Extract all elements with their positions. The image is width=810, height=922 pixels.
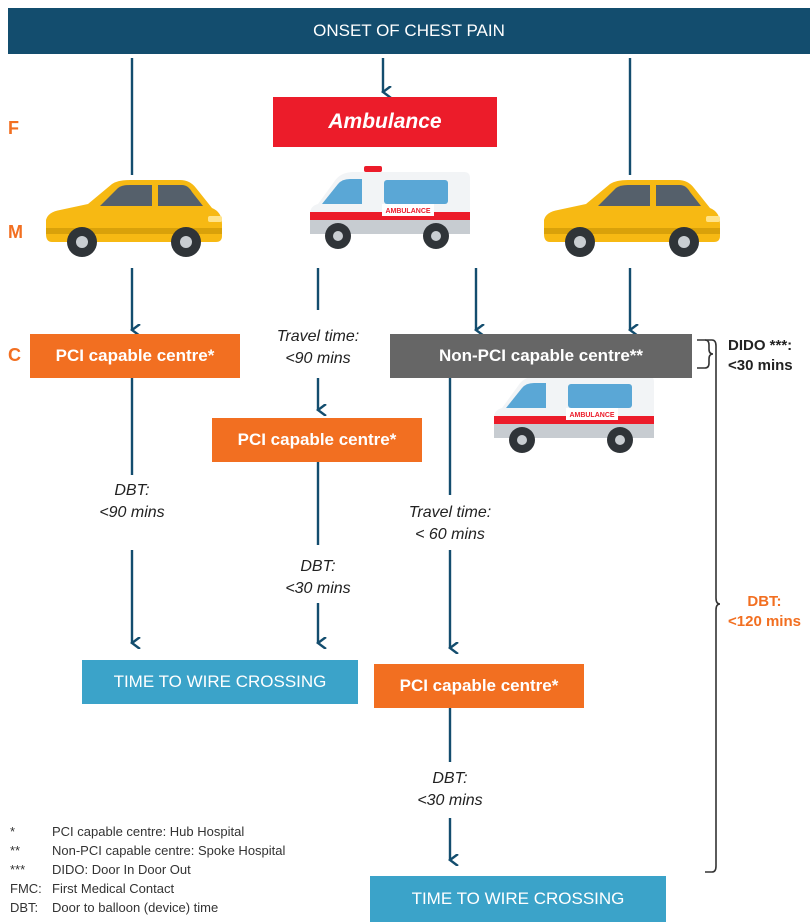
dbt-brace	[705, 339, 721, 873]
ambulance-box: Ambulance	[273, 97, 497, 147]
ambulance-side-text-2: AMBULANCE	[569, 412, 614, 419]
wire-crossing-right-label: TIME TO WIRE CROSSING	[411, 889, 625, 908]
legend-text: First Medical Contact	[52, 881, 175, 896]
legend-row: ** Non-PCI capable centre: Spoke Hospital	[10, 841, 285, 860]
non-pci-centre-label: Non-PCI capable centre**	[438, 346, 644, 365]
onset-bar: ONSET OF CHEST PAIN	[8, 8, 810, 54]
legend-key: ***	[10, 862, 26, 877]
travel-60-label: Travel time: < 60 mins	[380, 502, 520, 546]
legend-row: *** DIDO: Door In Door Out	[10, 860, 285, 879]
ambulance-side-text: AMBULANCE	[385, 208, 430, 215]
legend-row: DBT: Door to balloon (device) time	[10, 898, 285, 917]
pci-centre-left: PCI capable centre*	[30, 334, 240, 378]
pci-centre-middle-label: PCI capable centre*	[237, 430, 397, 449]
ambulance-label: Ambulance	[328, 110, 442, 133]
legend-key: *	[10, 824, 16, 839]
legend-key: FMC:	[10, 881, 42, 896]
dbt-left-line2: <90 mins	[99, 504, 165, 521]
wire-crossing-left-label: TIME TO WIRE CROSSING	[113, 672, 327, 691]
legend-key: **	[10, 843, 21, 858]
wire-crossing-right: TIME TO WIRE CROSSING	[370, 876, 666, 922]
pci-centre-middle: PCI capable centre*	[212, 418, 422, 462]
dbt-left-label: DBT: <90 mins	[62, 480, 202, 524]
legend-text: PCI capable centre: Hub Hospital	[52, 824, 245, 839]
dbt-right-label: DBT: <30 mins	[380, 768, 520, 812]
letter-c: C	[8, 345, 21, 365]
dbt-middle-line2: <30 mins	[285, 580, 351, 597]
pci-centre-left-label: PCI capable centre*	[55, 346, 215, 365]
legend-text: Door to balloon (device) time	[52, 900, 219, 915]
pci-centre-right: PCI capable centre*	[374, 664, 584, 708]
travel-90-label: Travel time: <90 mins	[248, 326, 388, 370]
letter-f: F	[8, 118, 19, 138]
ambulance-vehicle-icon-right: AMBULANCE	[494, 370, 654, 453]
wire-crossing-left: TIME TO WIRE CROSSING	[82, 660, 358, 704]
dbt-side-line1: DBT:	[747, 593, 782, 610]
legend-key: DBT:	[10, 900, 39, 915]
travel-90-line2: <90 mins	[285, 350, 351, 367]
dbt-side-line2: <120 mins	[728, 613, 801, 630]
legend: * PCI capable centre: Hub Hospital ** Non-…	[10, 822, 285, 917]
dido-side-label: DIDO ***: <30 mins	[728, 336, 793, 376]
travel-90-line1: Travel time:	[276, 328, 360, 345]
dbt-middle-label: DBT: <30 mins	[248, 556, 388, 600]
legend-text: DIDO: Door In Door Out	[52, 862, 191, 877]
legend-text: Non-PCI capable centre: Spoke Hospital	[52, 843, 286, 858]
car-icon-left	[46, 180, 222, 257]
non-pci-centre: Non-PCI capable centre**	[390, 334, 692, 378]
dbt-middle-line1: DBT:	[300, 558, 336, 575]
ambulance-vehicle-icon: AMBULANCE	[310, 166, 470, 249]
travel-60-line2: < 60 mins	[415, 526, 485, 543]
dbt-side-label: DBT: <120 mins	[728, 592, 801, 632]
letter-m: M	[8, 222, 23, 242]
travel-60-line1: Travel time:	[408, 504, 492, 521]
pci-centre-right-label: PCI capable centre*	[399, 676, 559, 695]
dido-line2: <30 mins	[728, 357, 793, 374]
car-icon-right	[544, 180, 720, 257]
dido-line1: DIDO ***:	[728, 337, 793, 354]
legend-row: FMC: First Medical Contact	[10, 879, 285, 898]
dbt-left-line1: DBT:	[114, 482, 150, 499]
dido-brace	[697, 339, 714, 369]
dbt-right-line1: DBT:	[432, 770, 468, 787]
dbt-right-line2: <30 mins	[417, 792, 483, 809]
legend-row: * PCI capable centre: Hub Hospital	[10, 822, 285, 841]
onset-label: ONSET OF CHEST PAIN	[313, 21, 505, 40]
